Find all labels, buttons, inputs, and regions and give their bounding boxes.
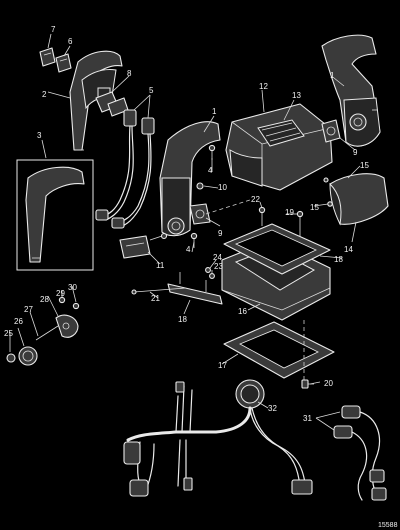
- part-13-window: [257, 119, 305, 147]
- callout-14: 14: [344, 245, 353, 254]
- callout-15-mid: 15: [310, 203, 319, 212]
- callout-30: 30: [68, 283, 77, 292]
- callout-4-lower: 4: [186, 245, 191, 254]
- callout-15-right: 15: [360, 161, 369, 170]
- callout-9-left: 9: [218, 229, 223, 238]
- callout-26: 26: [14, 317, 23, 326]
- part-1-housing-left: [159, 121, 221, 237]
- callout-17: 17: [218, 361, 227, 370]
- callout-12: 12: [259, 82, 268, 91]
- callout-21: 21: [151, 294, 160, 303]
- part-4-screw-lower: [190, 232, 198, 248]
- callout-labels: 7 6 2 8 5 3 1 12 13 1 9 15 15 14 4 10 9 …: [4, 25, 398, 529]
- callout-4-upper: 4: [208, 166, 213, 175]
- part-27-shaft: [35, 325, 59, 341]
- callout-20: 20: [324, 379, 333, 388]
- align-line-9: [205, 199, 251, 215]
- part-5-switch-left: [95, 109, 137, 221]
- callout-7: 7: [51, 25, 56, 34]
- part-3-inset: [16, 159, 94, 271]
- part-12-top-cover: [225, 103, 333, 191]
- callout-2: 2: [42, 90, 47, 99]
- figure-code: 15588: [378, 522, 398, 529]
- callout-1-right: 1: [330, 71, 335, 80]
- part-32-wiring-harness: [123, 379, 313, 497]
- part-8-plate: [95, 91, 129, 117]
- callout-5: 5: [149, 86, 154, 95]
- part-2-cover: [69, 50, 123, 151]
- part-10-washer: [196, 182, 204, 190]
- part-23-screw: [209, 273, 215, 279]
- part-25-nut: [6, 353, 16, 363]
- callout-29: 29: [56, 289, 65, 298]
- callout-18-lower: 18: [178, 315, 187, 324]
- callout-13: 13: [292, 91, 301, 100]
- part-11-plate: [119, 235, 151, 259]
- callout-24: 24: [213, 253, 222, 262]
- part-26-knob: [18, 346, 38, 366]
- screw-near-11: [149, 232, 168, 241]
- part-18-frame-upper: [223, 223, 331, 275]
- callout-22: 22: [251, 195, 260, 204]
- part-6-cap: [55, 53, 72, 73]
- part-9-bracket-left: [189, 203, 211, 225]
- part-15-screw: [327, 201, 333, 207]
- part-29-clip: [58, 296, 66, 304]
- part-4-screw-upper: [208, 144, 216, 160]
- callout-32: 32: [268, 404, 277, 413]
- callout-18-right: 18: [334, 255, 343, 264]
- leader-lines: [9, 33, 361, 431]
- callout-19: 19: [285, 208, 294, 217]
- callout-28: 28: [40, 295, 49, 304]
- part-22-nut: [258, 206, 266, 226]
- callout-23: 23: [214, 262, 223, 271]
- callout-16: 16: [238, 307, 247, 316]
- callout-9-right: 9: [353, 148, 358, 157]
- callout-31: 31: [303, 414, 312, 423]
- part-28-hub: [55, 314, 79, 338]
- callout-27: 27: [24, 305, 33, 314]
- part-21-rod: [131, 287, 187, 295]
- callout-11: 11: [156, 261, 165, 270]
- part-14-side-cover: [329, 173, 389, 226]
- part-20-screw: [301, 379, 314, 389]
- callout-6: 6: [68, 37, 73, 46]
- part-24-screw: [205, 267, 211, 273]
- callout-10: 10: [218, 183, 227, 192]
- callout-1-left: 1: [212, 107, 217, 116]
- callout-8: 8: [127, 69, 132, 78]
- part-1-handle-right: [321, 34, 381, 147]
- part-31-connectors: [333, 405, 387, 501]
- part-7-cap: [39, 47, 56, 67]
- part-17-gasket: [223, 321, 335, 379]
- part-5-switch-right: [111, 117, 155, 229]
- part-30-screw: [72, 302, 80, 310]
- callout-3: 3: [37, 131, 42, 140]
- callout-25: 25: [4, 329, 13, 338]
